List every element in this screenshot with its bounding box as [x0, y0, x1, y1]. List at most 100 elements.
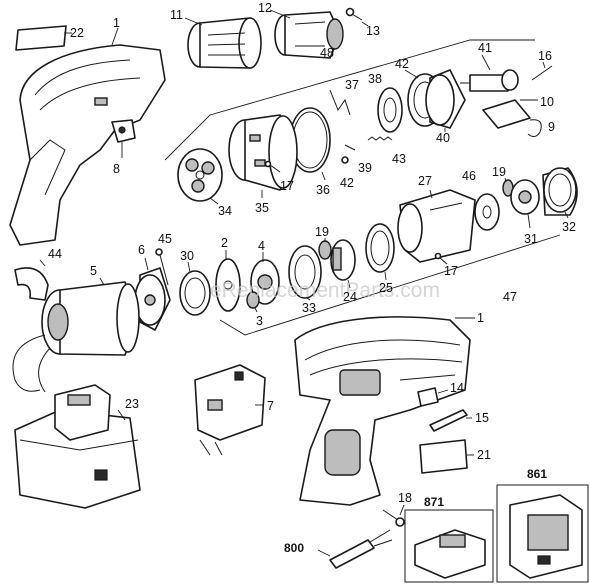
screw-45 — [155, 248, 169, 286]
callout-47: 47 — [503, 290, 517, 304]
callout-15: 15 — [475, 411, 489, 425]
charger-871 — [404, 509, 494, 583]
carrying-case-861 — [496, 484, 589, 583]
callout-14: 14 — [450, 381, 464, 395]
callout-3: 3 — [256, 314, 263, 328]
callout-48: 48 — [320, 46, 334, 60]
label-card-22 — [15, 25, 72, 51]
gear-4 — [250, 252, 280, 305]
callout-861: 861 — [527, 467, 547, 481]
plate-10 — [482, 99, 538, 129]
callout-18: 18 — [398, 491, 412, 505]
callout-40: 40 — [436, 131, 450, 145]
gear-case-27 — [397, 189, 476, 263]
callout-8: 8 — [113, 162, 120, 176]
bearing-19-left — [318, 238, 332, 260]
callout-37: 37 — [345, 78, 359, 92]
part-14 — [417, 387, 449, 407]
callout-9: 9 — [548, 120, 555, 134]
carrier-34 — [177, 148, 223, 205]
pin-39 — [344, 144, 356, 151]
callout-2: 2 — [221, 236, 228, 250]
callout-5: 5 — [90, 264, 97, 278]
callout-44: 44 — [48, 247, 62, 261]
callout-7: 7 — [267, 399, 274, 413]
battery-pack-23 — [14, 384, 141, 509]
callout-27: 27 — [418, 174, 432, 188]
screw-17-upper — [264, 160, 281, 173]
callout-17-upper: 17 — [280, 179, 294, 193]
wire-spring-37 — [329, 89, 351, 116]
callout-45: 45 — [158, 232, 172, 246]
callout-16: 16 — [538, 49, 552, 63]
callout-31: 31 — [524, 232, 538, 246]
pinion-3 — [246, 291, 260, 313]
callout-12: 12 — [258, 1, 272, 15]
callout-1-bottom: 1 — [477, 311, 484, 325]
screw-13 — [345, 7, 369, 27]
ring-25 — [365, 223, 395, 281]
clutch-housing-35 — [228, 114, 298, 198]
pin-16 — [531, 61, 553, 81]
callout-19-right: 19 — [492, 165, 506, 179]
callout-10: 10 — [540, 95, 554, 109]
callout-34: 34 — [218, 204, 232, 218]
motor-plate-6 — [134, 257, 171, 331]
assembly-48-bracket — [164, 39, 535, 161]
spring-43 — [367, 136, 393, 141]
clip-44 — [14, 259, 49, 301]
callout-43: 43 — [392, 152, 406, 166]
gear-31 — [510, 179, 540, 229]
screw-18 — [382, 504, 405, 527]
label-card-21 — [419, 439, 474, 474]
watermark-text: eReplacementParts.com — [210, 279, 440, 302]
callout-32: 32 — [562, 220, 576, 234]
ball-42 — [341, 156, 349, 164]
callout-1-top: 1 — [113, 16, 120, 30]
chuck-sleeve-11 — [184, 17, 262, 69]
callout-30: 30 — [180, 249, 194, 263]
spindle-41 — [460, 54, 519, 92]
callout-41: 41 — [478, 41, 492, 55]
callout-42-bottom: 42 — [340, 176, 354, 190]
housing-half-left — [9, 27, 166, 246]
callout-39: 39 — [358, 161, 372, 175]
callout-24: 24 — [343, 290, 357, 304]
callout-25: 25 — [379, 281, 393, 295]
clip-9 — [527, 119, 542, 138]
plate-2 — [215, 250, 241, 312]
callout-35: 35 — [255, 201, 269, 215]
callout-36: 36 — [316, 183, 330, 197]
callout-21: 21 — [477, 448, 491, 462]
callout-17-lower: 17 — [444, 264, 458, 278]
washer-46 — [474, 193, 500, 231]
callout-6: 6 — [138, 243, 145, 257]
callout-19-left: 19 — [315, 225, 329, 239]
assembly-47-bracket — [219, 234, 561, 336]
callout-42-top: 42 — [395, 57, 409, 71]
washer-30 — [179, 261, 211, 316]
housing-half-right — [294, 316, 475, 506]
collar-32 — [542, 167, 578, 219]
callout-46: 46 — [462, 169, 476, 183]
tool-800 — [317, 529, 393, 569]
callout-11: 11 — [170, 8, 183, 22]
part-8 — [111, 119, 136, 158]
callout-22: 22 — [70, 26, 84, 40]
ring-38 — [377, 87, 403, 133]
screw-17-lower — [434, 252, 448, 265]
clutch-plate-24 — [330, 239, 356, 289]
gear-housing-40 — [425, 69, 466, 132]
bit-15 — [429, 409, 472, 432]
callout-13: 13 — [366, 24, 380, 38]
chuck-12 — [269, 9, 344, 59]
callout-33: 33 — [302, 301, 316, 315]
callout-800: 800 — [284, 541, 304, 555]
switch-7 — [194, 364, 266, 456]
motor-5 — [12, 277, 140, 393]
callout-23: 23 — [125, 397, 139, 411]
gear-33 — [288, 245, 322, 301]
callout-871: 871 — [424, 495, 444, 509]
callout-4: 4 — [258, 239, 265, 253]
